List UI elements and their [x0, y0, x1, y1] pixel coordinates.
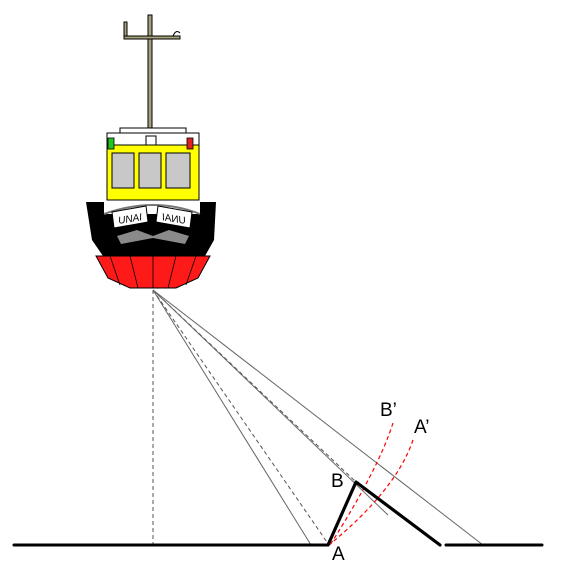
bow-chine [117, 230, 189, 244]
green-light-icon [107, 137, 115, 150]
beam-to-a [152, 289, 330, 546]
boat-name-left: UNAI [118, 212, 144, 227]
seabed [12, 480, 544, 547]
label-b-prime: B’ [380, 400, 397, 421]
cabin-window-right [165, 152, 191, 189]
name-board-left: UNAI [111, 205, 149, 229]
cabin-window-left [111, 152, 135, 189]
name-board-right: UNAI [155, 205, 193, 229]
beam-to-b [152, 289, 357, 483]
boat-name-right: UNAI [161, 212, 187, 227]
label-a: A [332, 544, 345, 565]
beam-solid-3 [152, 289, 484, 546]
hull-black [86, 202, 216, 256]
range-arcs [328, 422, 414, 546]
red-light-icon [186, 137, 194, 150]
hull-rail [103, 204, 201, 215]
beam-solid-2 [152, 289, 389, 516]
seabed-bump [326, 480, 442, 547]
hull-red-seams [109, 255, 197, 289]
mast [123, 14, 181, 133]
label-b: B [331, 471, 344, 492]
beam-solid-1 [152, 289, 312, 546]
arc-a-prime [328, 439, 414, 546]
label-a-prime: A’ [414, 417, 430, 438]
sonar-beams [152, 289, 484, 546]
arc-b-prime [329, 422, 394, 546]
cabin-window-center [138, 152, 162, 189]
boat: UNAI UNAI [86, 14, 216, 289]
